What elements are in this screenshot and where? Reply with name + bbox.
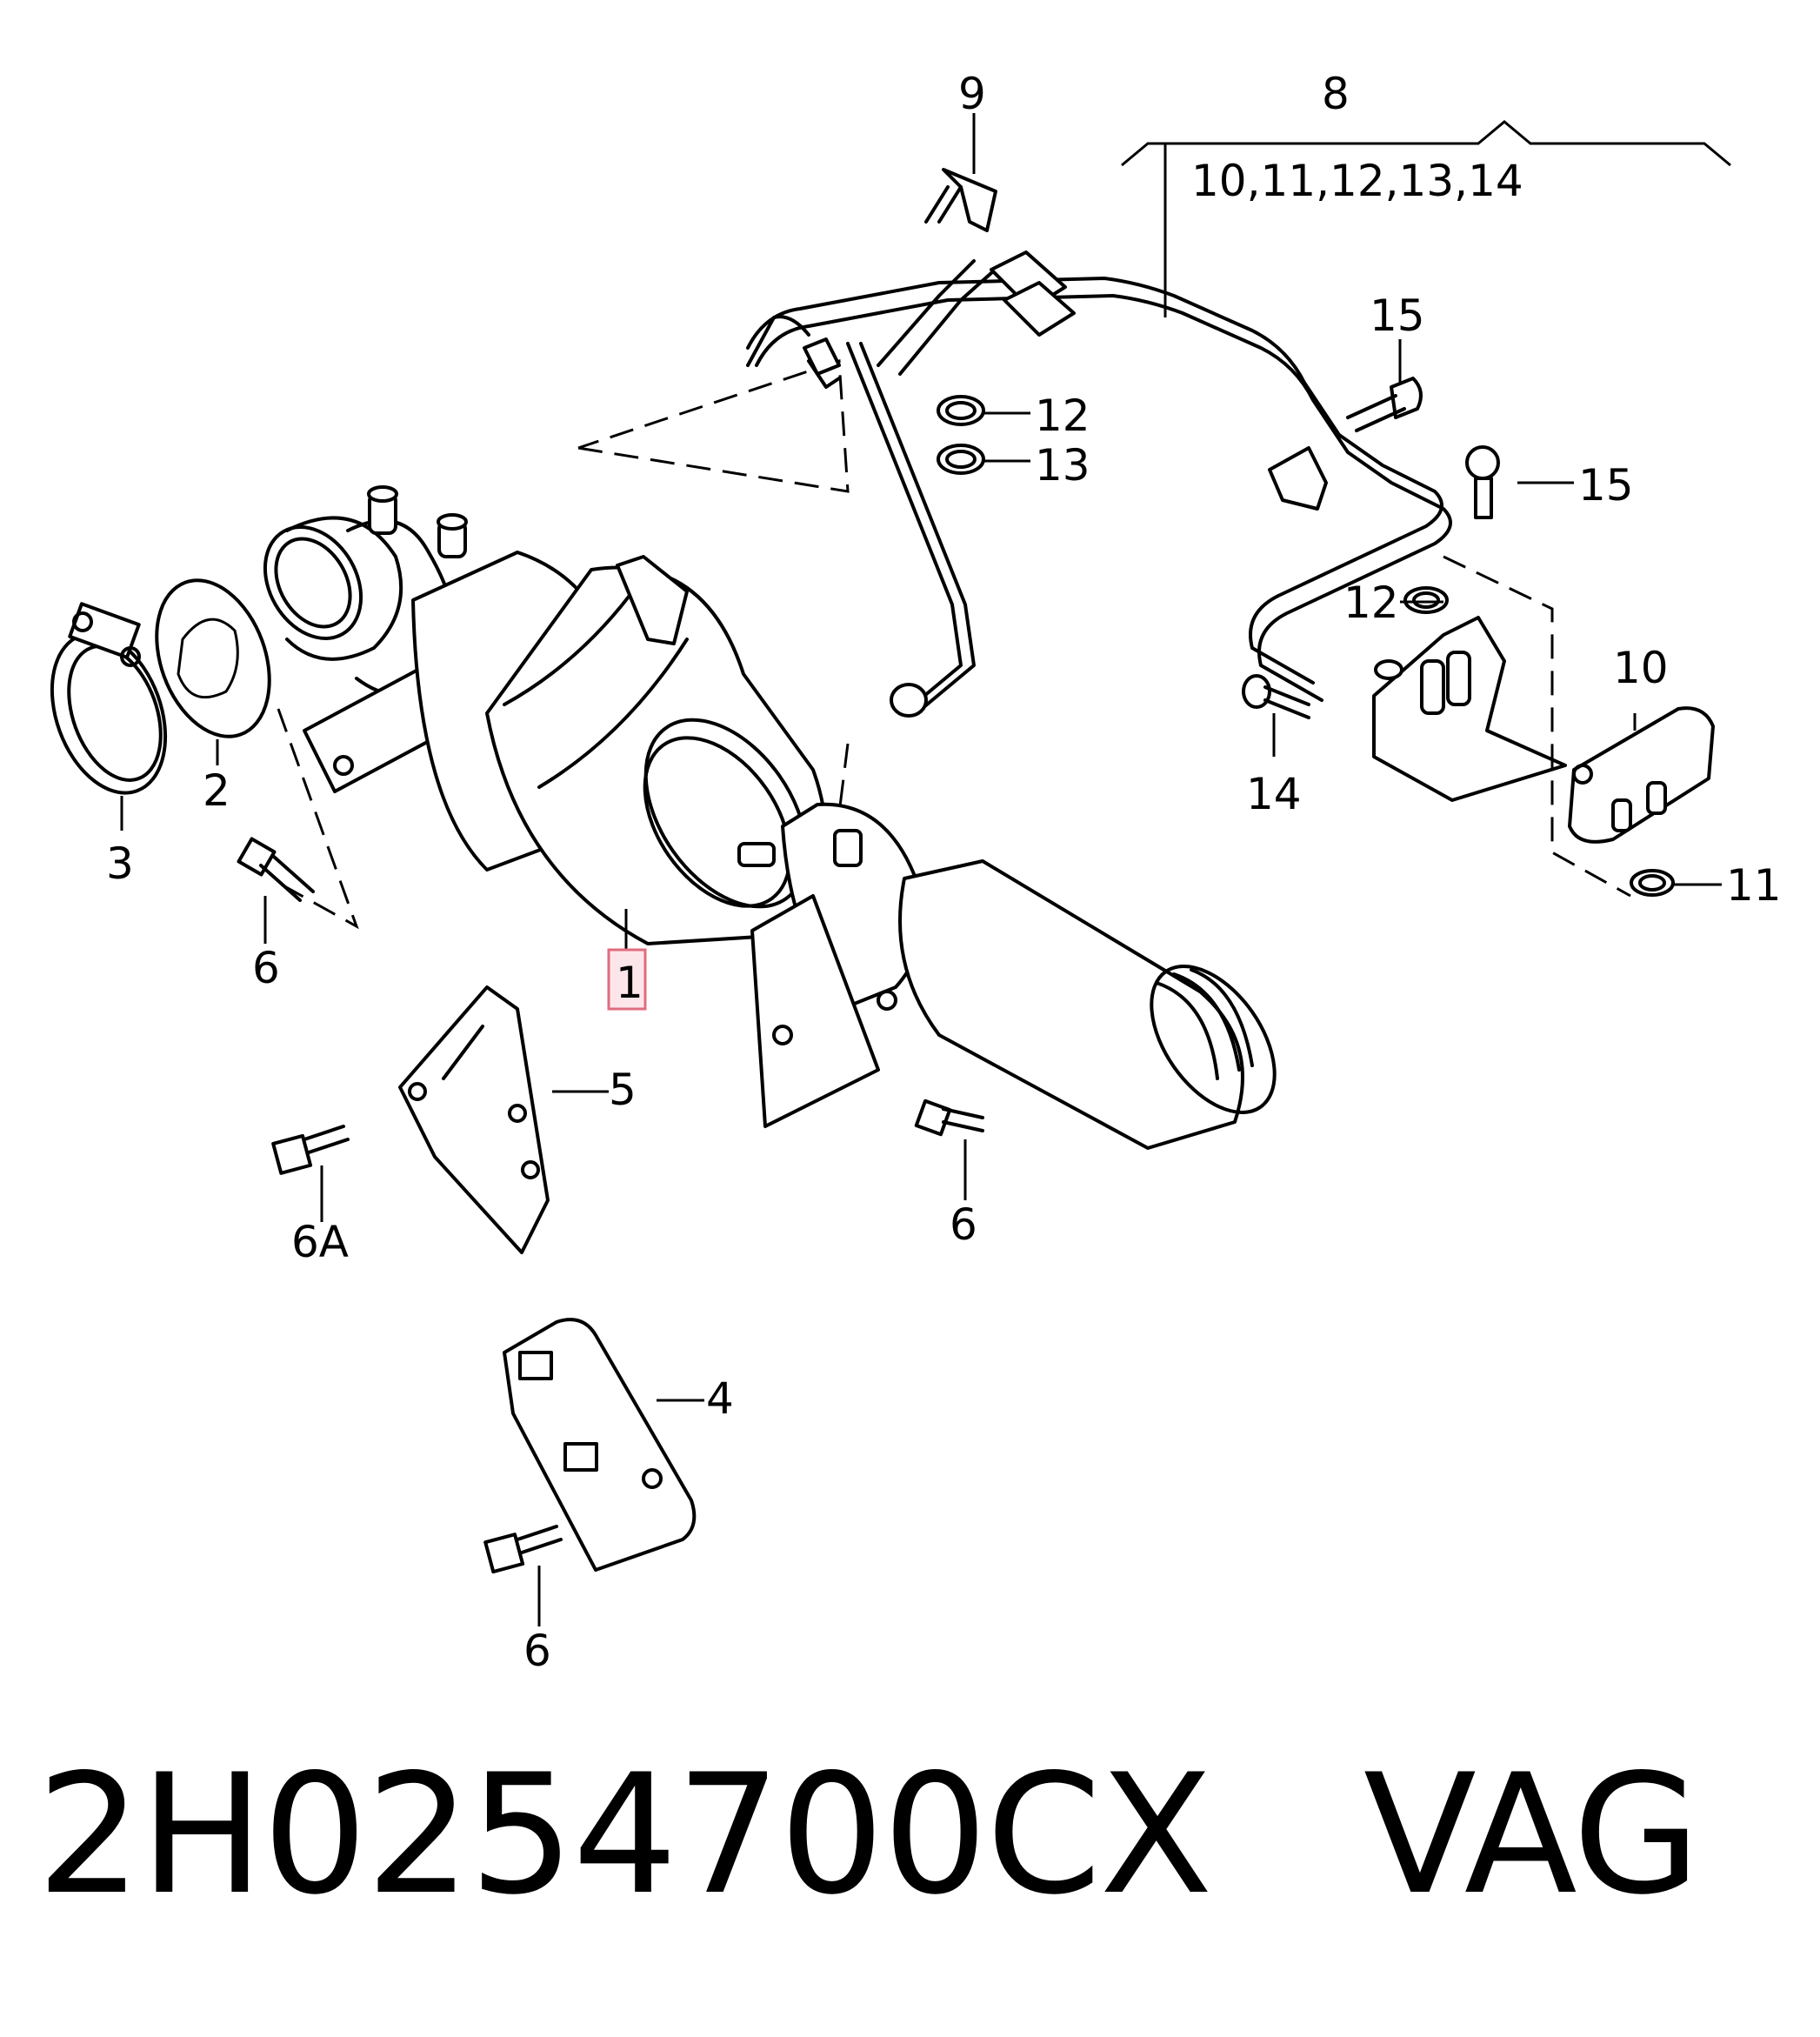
callout-15-right: 15 xyxy=(1578,460,1634,511)
callout-4: 4 xyxy=(706,1373,734,1424)
callout-1: 1 xyxy=(616,958,643,1008)
callout-8-sublist: 10,11,12,13,14 xyxy=(1191,156,1523,206)
callout-6-middle: 6 xyxy=(950,1199,977,1250)
pressure-sensor-part-10 xyxy=(1568,706,1715,844)
mount-part-4 xyxy=(503,1318,697,1572)
callout-12-right: 12 xyxy=(1343,578,1399,628)
callout-9: 9 xyxy=(958,69,986,119)
callout-labels: 1 2 3 4 5 6 6 6 6A 8 10,11,12,13,14 9 10… xyxy=(106,69,1782,1676)
bolt-part-15-right xyxy=(1465,445,1500,519)
callout-2: 2 xyxy=(203,765,230,816)
bolt-part-6-bottom xyxy=(483,1525,563,1574)
callout-10: 10 xyxy=(1613,643,1669,693)
bracket-part-5 xyxy=(398,985,550,1254)
callout-14: 14 xyxy=(1246,769,1302,819)
callout-13: 13 xyxy=(1035,440,1090,491)
callout-6-left: 6 xyxy=(252,943,280,993)
leader-lines xyxy=(120,113,1731,1626)
highlight-box-part-1 xyxy=(607,948,647,1011)
part-number: 2H0254700CX xyxy=(37,1739,1213,1931)
hose-clamp-part-12-top xyxy=(937,395,985,426)
bolt-part-9 xyxy=(924,168,997,232)
callout-11: 11 xyxy=(1726,860,1782,911)
callout-3: 3 xyxy=(106,838,134,889)
callout-5: 5 xyxy=(609,1065,637,1115)
hose-clamp-part-13 xyxy=(937,444,985,475)
hose-clamp-part-11 xyxy=(1630,869,1675,897)
callout-12-top: 12 xyxy=(1035,391,1090,441)
gasket-part-2 xyxy=(155,578,271,738)
callout-6A: 6A xyxy=(291,1217,349,1267)
pipe-assembly-part-8 xyxy=(746,250,1567,802)
part-number-caption: 2H0254700CX VAG xyxy=(37,1739,1701,1931)
catalytic-converter-part-1 xyxy=(263,358,1277,1150)
bolt-part-6A xyxy=(271,1125,350,1175)
bolt-part-14 xyxy=(1242,674,1310,719)
callout-6-bottom: 6 xyxy=(523,1626,551,1676)
bolt-part-15-top xyxy=(1346,377,1423,432)
clamp-part-3 xyxy=(50,602,168,795)
callout-8: 8 xyxy=(1322,69,1350,119)
hose-clamp-part-12-right xyxy=(1403,586,1449,614)
bolt-part-6-left xyxy=(237,837,315,902)
bolt-part-6-middle xyxy=(914,1099,984,1137)
callout-15-top: 15 xyxy=(1370,291,1425,341)
brand-name: VAG xyxy=(1363,1739,1701,1931)
